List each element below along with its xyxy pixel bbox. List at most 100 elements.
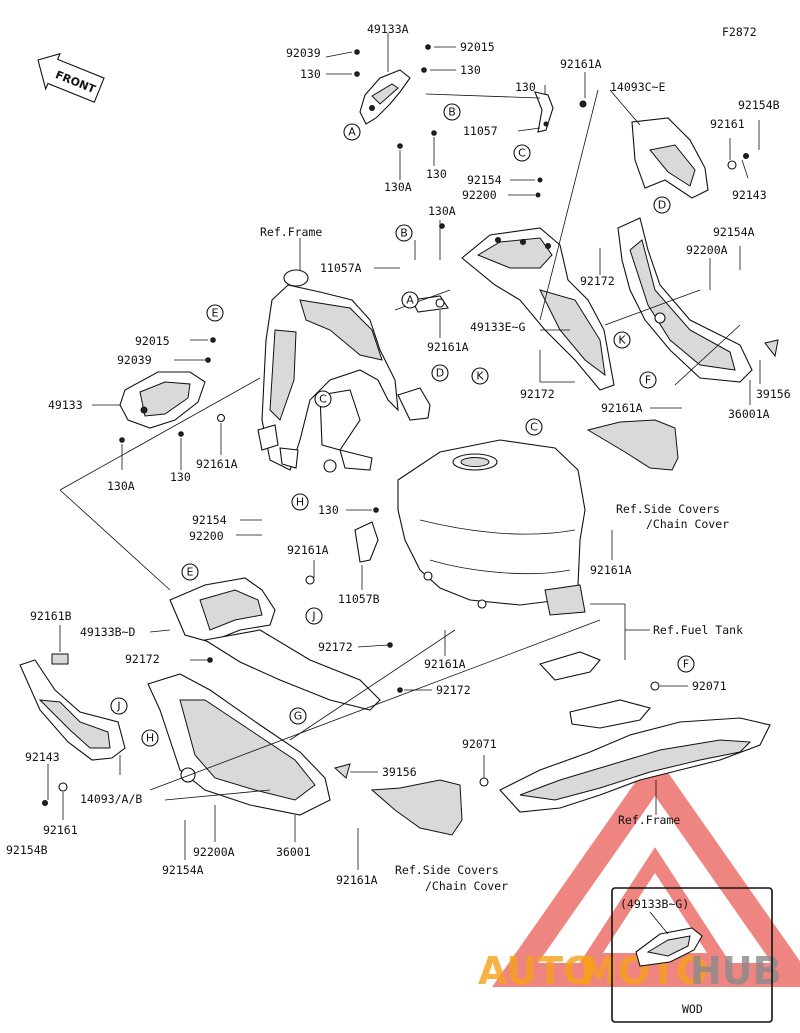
part-label: 92200 [189, 529, 224, 543]
part-label: 92161 [710, 117, 745, 131]
part-label: 92039 [117, 353, 152, 367]
part-label: 92200 [462, 188, 497, 202]
cowl-49133e-g [461, 227, 615, 391]
part-label: 92172 [318, 640, 353, 654]
svg-text:A: A [348, 126, 356, 139]
svg-text:D: D [658, 199, 666, 212]
part-label: 49133A [367, 22, 409, 36]
part-label: 92172 [580, 274, 615, 288]
callout-b-2: B [395, 224, 413, 242]
part-label: 92071 [462, 737, 497, 751]
part-label: 92172 [125, 652, 160, 666]
callout-b-1: B [443, 103, 461, 121]
part-label: 11057B [338, 592, 380, 606]
part-label: 130A [107, 479, 135, 493]
cowl-49133b-d [169, 575, 381, 711]
part-label: 130 [300, 67, 321, 81]
callout-h-2: H [141, 729, 159, 747]
svg-text:C: C [319, 393, 327, 406]
callout-d-1: D [431, 364, 449, 382]
callout-k-2: K [613, 331, 631, 349]
stay-11057 [534, 91, 554, 133]
callout-c-2: C [314, 390, 332, 408]
callout-e-2: E [181, 563, 199, 581]
callout-f-2: F [677, 655, 695, 673]
part-label: 92154A [162, 863, 204, 877]
svg-text:K: K [618, 334, 626, 347]
ref-frame-top: Ref.Frame [260, 225, 322, 239]
part-label: 92015 [460, 40, 495, 54]
part-label: 39156 [756, 387, 791, 401]
watermark-auto: AUTO [478, 949, 595, 993]
part-label: 92200A [686, 243, 728, 257]
svg-text:G: G [294, 710, 303, 723]
part-label: 92039 [286, 46, 321, 60]
part-label: 92200A [193, 845, 235, 859]
part-label: 92154 [192, 513, 227, 527]
bracket-11057b [354, 507, 379, 563]
part-label: 92161A [336, 873, 378, 887]
part-label: 92015 [135, 334, 170, 348]
frame-rear [479, 651, 771, 813]
callout-g-1: G [289, 707, 307, 725]
part-label: 49133 [48, 398, 83, 412]
side-panel-14093 [19, 653, 126, 806]
part-label: 92071 [692, 679, 727, 693]
svg-text:J: J [116, 700, 120, 713]
svg-text:F: F [645, 374, 651, 387]
callout-j-1: J [305, 607, 323, 625]
svg-text:J: J [311, 610, 315, 623]
part-label: 130 [460, 63, 481, 77]
part-label: 92161A [427, 340, 469, 354]
front-arrow-icon: FRONT [37, 52, 105, 103]
part-label: 130A [384, 180, 412, 194]
callout-h-1: H [291, 493, 309, 511]
part-label: 49133B~D [80, 625, 135, 639]
svg-text:D: D [436, 367, 444, 380]
part-label: 130 [318, 503, 339, 517]
part-label: 36001 [276, 845, 311, 859]
svg-text:A: A [406, 294, 414, 307]
part-label: 14093/A/B [80, 792, 142, 806]
part-label: 14093C~E [610, 80, 665, 94]
part-label: 11057 [463, 124, 498, 138]
part-label: 130 [426, 167, 447, 181]
part-label: 39156 [382, 765, 417, 779]
part-label: 49133E~G [470, 320, 525, 334]
bolts-top [354, 44, 587, 229]
svg-text:B: B [400, 227, 408, 240]
part-label: 92161 [43, 823, 78, 837]
part-label: 130 [170, 470, 191, 484]
inset-title: (49133B~G) [620, 897, 689, 911]
part-label: 92154B [738, 98, 780, 112]
callout-a-1: A [343, 123, 361, 141]
ref-side-covers-bottom-2: /Chain Cover [425, 879, 508, 893]
part-label: 92161A [424, 657, 466, 671]
cowl-36001 [147, 642, 403, 816]
part-label: 92143 [25, 750, 60, 764]
part-label: 92154 [467, 173, 502, 187]
ref-side-covers-right-2: /Chain Cover [646, 517, 729, 531]
part-labels: 49133A 92039 92015 130 130 130A 130 9216… [6, 22, 791, 887]
side-panel-14093c-e [631, 117, 749, 199]
part-label: 92161A [560, 57, 602, 71]
part-label: 36001A [728, 407, 770, 421]
leader-lines [47, 33, 761, 870]
part-label: 92161A [196, 457, 238, 471]
side-covers-ref-bottom [370, 779, 463, 836]
side-covers-ref-right [586, 419, 679, 471]
ref-side-covers-right-1: Ref.Side Covers [616, 502, 720, 516]
callout-c-1: C [513, 144, 531, 162]
svg-text:C: C [530, 421, 538, 434]
svg-text:H: H [146, 732, 154, 745]
frame-upper [257, 269, 449, 473]
cowl-36001a [617, 217, 779, 383]
fuel-tank [397, 439, 586, 616]
callout-e-1: E [206, 304, 224, 322]
part-label: 92154B [6, 843, 48, 857]
callout-j-2: J [110, 697, 128, 715]
callouts: A B A B C D K C H C E E J J H G F F K D [110, 103, 695, 747]
ref-frame-bottom: Ref.Frame [618, 813, 680, 827]
callout-k-1: K [471, 367, 489, 385]
